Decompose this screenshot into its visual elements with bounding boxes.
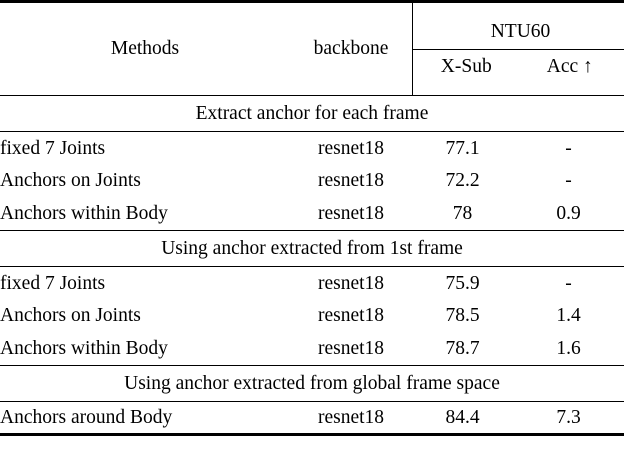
section-header-row: Using anchor extracted from 1st frame [0, 230, 624, 267]
cell-x-sub: 77.1 [445, 137, 480, 159]
section-title: Using anchor extracted from global frame… [124, 372, 500, 394]
column-group-header-ntu60: NTU60 X-Sub Acc ↑ [412, 2, 624, 96]
ablation-results-table: Methods backbone NTU60 X-Sub Acc ↑ Extra… [0, 1, 624, 435]
cell-x-sub: 78.7 [445, 338, 480, 359]
cell-backbone: resnet18 [317, 406, 385, 428]
cell-backbone: resnet18 [317, 203, 385, 224]
cell-acc: 1.4 [556, 305, 581, 327]
section-header-row: Using anchor extracted from global frame… [0, 365, 624, 402]
cell-x-sub: 84.4 [445, 406, 480, 428]
table-row: Anchors within Body resnet18 78 0.9 [0, 198, 624, 231]
cell-method: Anchors within Body [0, 203, 168, 224]
cell-acc: 7.3 [556, 406, 581, 428]
header-row: Methods backbone NTU60 X-Sub Acc ↑ [0, 1, 624, 96]
cell-x-sub: 75.9 [445, 272, 480, 294]
table-row: Anchors on Joints resnet18 78.5 1.4 [0, 300, 624, 333]
cell-method: Anchors on Joints [0, 305, 141, 327]
table-row: fixed 7 Joints resnet18 77.1 - [0, 131, 624, 165]
column-header-backbone: backbone [313, 38, 389, 60]
group-header-block: NTU60 X-Sub Acc ↑ [412, 3, 624, 95]
table-row: Anchors on Joints resnet18 72.2 - [0, 165, 624, 198]
section-header-row: Extract anchor for each frame [0, 95, 624, 132]
cell-method: Anchors around Body [0, 406, 173, 428]
cell-acc: - [565, 272, 572, 294]
cell-method: fixed 7 Joints [0, 272, 106, 294]
cell-x-sub: 78 [452, 203, 473, 224]
cell-method: Anchors within Body [0, 338, 168, 359]
table-header: Methods backbone NTU60 X-Sub Acc ↑ [0, 1, 624, 96]
cell-backbone: resnet18 [317, 137, 385, 159]
cell-acc: 1.6 [556, 338, 581, 359]
cell-x-sub: 72.2 [445, 170, 480, 192]
cell-method: Anchors on Joints [0, 170, 141, 192]
section-title: Extract anchor for each frame [195, 102, 429, 124]
cell-acc: - [565, 137, 572, 159]
cell-x-sub: 78.5 [445, 305, 480, 327]
table-row: Anchors around Body resnet18 84.4 7.3 [0, 401, 624, 435]
cell-acc: - [565, 170, 572, 192]
group-subheaders: X-Sub Acc ↑ [413, 50, 624, 77]
section-title: Using anchor extracted from 1st frame [161, 237, 463, 259]
table-row: fixed 7 Joints resnet18 75.9 - [0, 266, 624, 300]
cell-backbone: resnet18 [317, 338, 385, 359]
group-header-label: NTU60 [413, 22, 624, 50]
cell-method: fixed 7 Joints [0, 137, 106, 159]
table-body: Extract anchor for each frame fixed 7 Joi… [0, 95, 624, 435]
cell-backbone: resnet18 [317, 305, 385, 327]
table-row: Anchors within Body resnet18 78.7 1.6 [0, 333, 624, 366]
column-header-acc: Acc ↑ [546, 55, 593, 77]
column-header-methods: Methods [110, 38, 180, 60]
column-header-x-sub: X-Sub [440, 55, 492, 77]
cell-acc: 0.9 [556, 203, 581, 224]
cell-backbone: resnet18 [317, 272, 385, 294]
cell-backbone: resnet18 [317, 170, 385, 192]
